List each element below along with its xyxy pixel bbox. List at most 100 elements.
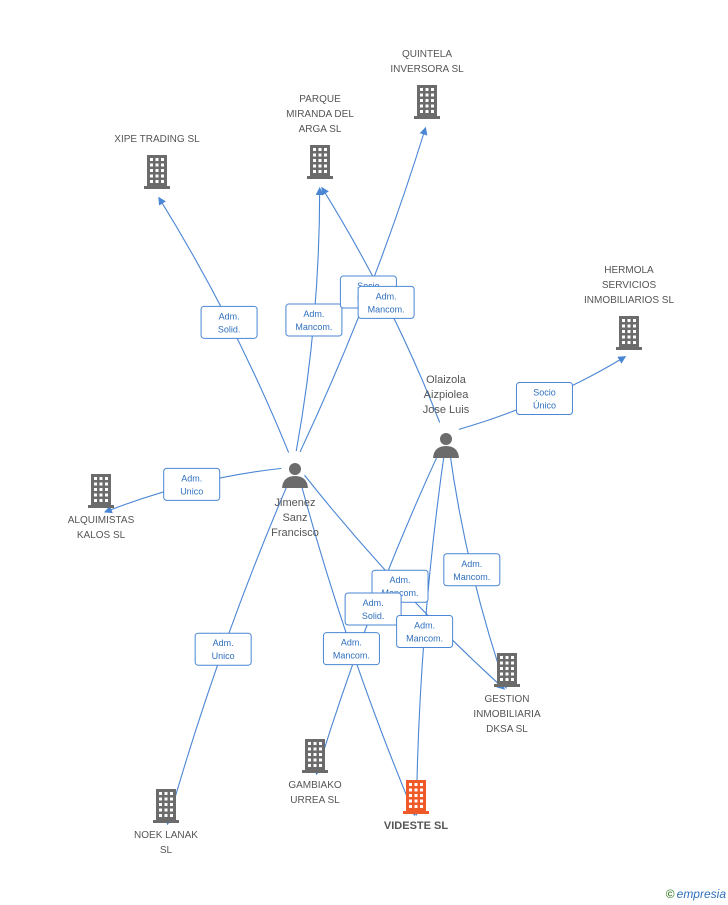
building-window	[319, 758, 322, 762]
building-icon	[403, 780, 429, 814]
company-label-line: INVERSORA SL	[390, 64, 464, 75]
building-window	[155, 163, 159, 167]
company-label-line: ALQUIMISTAS	[68, 515, 135, 526]
building-window	[150, 163, 153, 167]
edge-label-line: Mancom.	[333, 651, 370, 661]
building-window	[511, 661, 514, 665]
building-window	[164, 814, 168, 817]
edge-label: Adm.Mancom.	[443, 553, 501, 587]
person-label-line: Jimenez	[275, 497, 316, 509]
building-window	[150, 180, 153, 183]
company-label-line: DKSA SL	[486, 724, 528, 735]
building-window	[409, 799, 412, 803]
building-window	[170, 814, 173, 817]
building-window	[420, 88, 423, 91]
edge-label-line: Adm.	[376, 291, 397, 301]
building-window	[500, 656, 503, 659]
edge-label: Adm. Mancom.	[322, 632, 380, 666]
building-icon	[153, 789, 179, 823]
building-window	[633, 324, 636, 328]
building-window	[105, 499, 108, 502]
building-window	[425, 104, 429, 108]
building-window	[164, 792, 168, 795]
building-window	[159, 808, 162, 812]
building-window	[94, 477, 97, 480]
edge-label-line: Adm.	[303, 309, 324, 319]
building-window	[431, 99, 434, 102]
building-icon	[307, 145, 333, 179]
edge-label-box	[322, 632, 380, 666]
edge-label-line: Unico	[180, 486, 203, 496]
building-window	[313, 170, 316, 173]
building-window	[313, 758, 317, 762]
person-label-line: Francisco	[271, 527, 319, 539]
building-window	[622, 319, 625, 322]
company-label-line: HERMOLA	[604, 265, 654, 276]
building-base	[616, 347, 642, 350]
building-window	[313, 153, 316, 157]
edge-label-line: Unico	[212, 651, 235, 661]
building-window	[99, 499, 103, 502]
building-window	[161, 174, 164, 178]
edge-label-line: Adm.	[341, 638, 362, 648]
building-window	[155, 158, 159, 161]
building-window	[425, 93, 429, 97]
building-window	[420, 783, 423, 786]
building-window	[505, 672, 509, 676]
edge-labels-layer: Adm.Solid.Adm.Mancom.SocioÚnicoAdm.Unico…	[163, 275, 573, 666]
building-window	[420, 805, 423, 808]
building-window	[633, 341, 636, 344]
building-base	[307, 176, 333, 179]
building-window	[150, 169, 153, 172]
person-label-line: Jose Luis	[423, 404, 470, 416]
edge-label-line: Mancom.	[295, 322, 332, 332]
edge-label-box	[163, 467, 221, 501]
building-window	[99, 477, 103, 480]
building-window	[319, 742, 322, 745]
building-window	[511, 678, 514, 681]
company-node-videste[interactable]: VIDESTE SL	[384, 780, 448, 832]
building-window	[431, 110, 434, 113]
company-label-line: SERVICIOS	[602, 280, 657, 291]
building-base	[302, 770, 328, 773]
building-window	[627, 341, 631, 344]
person-body	[282, 476, 308, 488]
building-window	[170, 792, 173, 795]
building-window	[155, 174, 159, 178]
building-window	[505, 656, 509, 659]
building-window	[318, 153, 322, 157]
building-window	[308, 753, 311, 756]
building-window	[511, 667, 514, 670]
building-window	[627, 324, 631, 328]
empresia-watermark: ©empresia	[666, 887, 726, 901]
person-body	[433, 446, 459, 458]
building-window	[420, 99, 423, 102]
building-base	[403, 811, 429, 814]
company-label-line: INMOBILIARIOS SL	[584, 295, 674, 306]
building-window	[161, 158, 164, 161]
edge-label: Adm.Mancom.	[357, 285, 415, 319]
building-window	[164, 808, 168, 812]
building-window	[500, 678, 503, 681]
building-window	[308, 758, 311, 762]
edge-label: Adm.Unico	[163, 467, 221, 501]
edge-label-line: Único	[533, 400, 556, 410]
building-window	[425, 88, 429, 91]
building-window	[431, 93, 434, 97]
company-node-hermola[interactable]: HERMOLA SERVICIOS INMOBILIARIOS SL	[584, 265, 674, 350]
empresia-logo-text: empresia	[676, 887, 726, 901]
company-node-xipe[interactable]: XIPE TRADING SL	[114, 134, 200, 189]
person-label-line: Sanz	[282, 512, 307, 524]
building-window	[420, 794, 423, 797]
building-window	[425, 110, 429, 113]
edge-label-line: Mancom.	[453, 572, 490, 582]
building-window	[500, 661, 503, 665]
